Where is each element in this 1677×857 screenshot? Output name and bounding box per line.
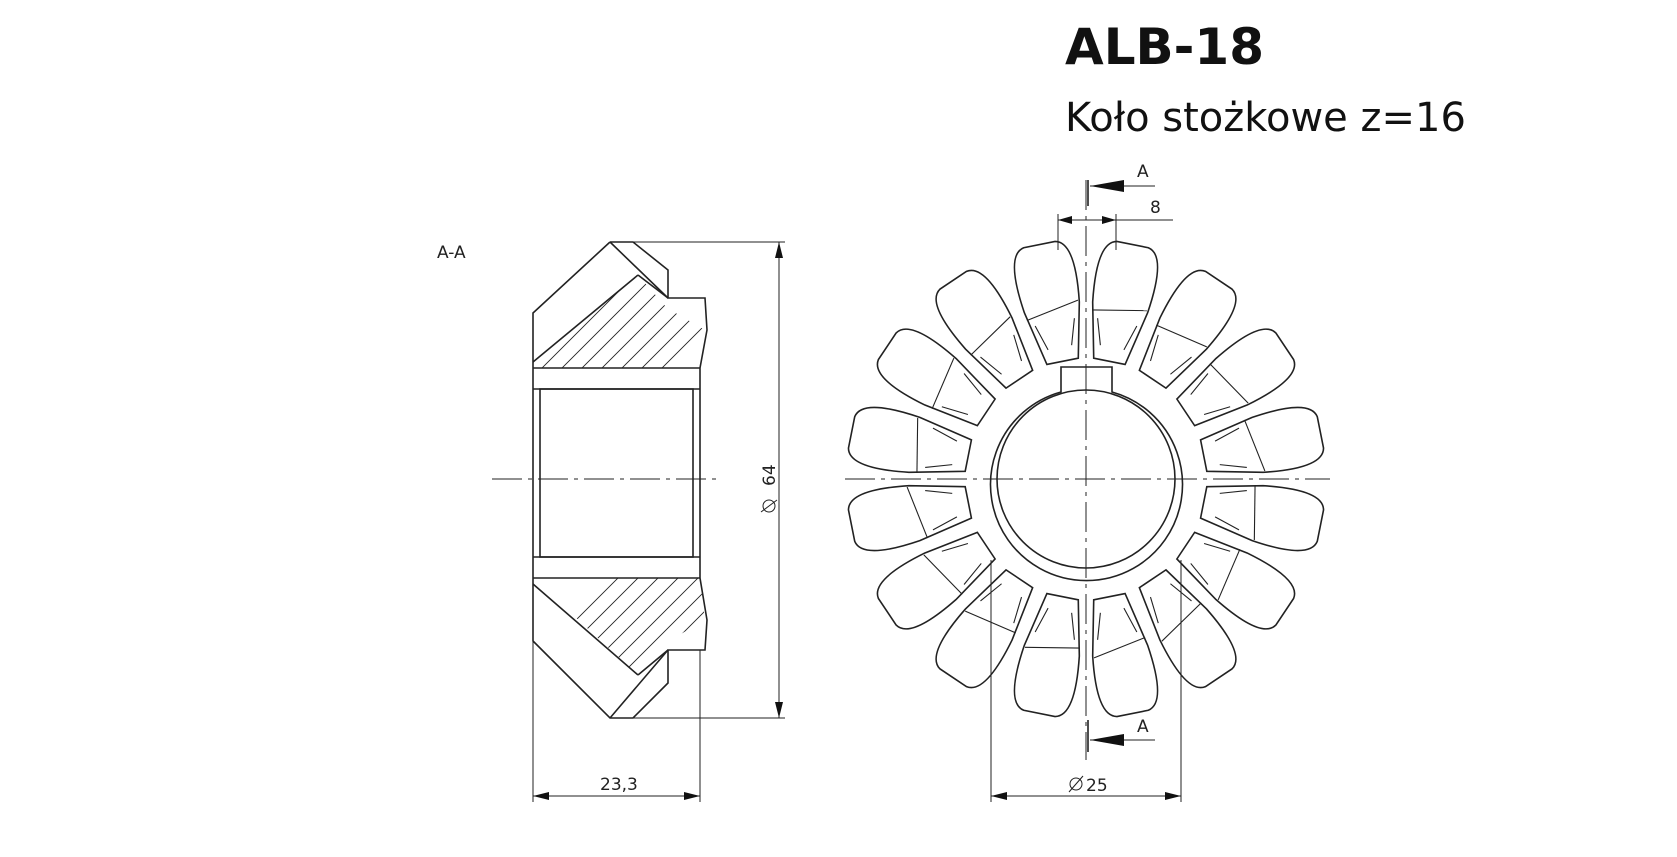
section-view: A-A xyxy=(437,241,785,802)
gear-tooth xyxy=(1013,592,1081,718)
dim-outer-diameter-label: 64 xyxy=(760,464,780,486)
dim-keyway-label: 8 xyxy=(1150,198,1161,218)
section-mark-top: A xyxy=(1087,162,1155,206)
gear-tooth xyxy=(1091,240,1159,366)
section-mark-bottom-label: A xyxy=(1137,717,1149,737)
gear-tooth xyxy=(1091,592,1159,718)
dim-keyway: 8 xyxy=(1057,198,1173,250)
gear-tooth xyxy=(1175,328,1296,427)
front-view: A A 8 25 xyxy=(845,162,1330,802)
gear-tooth xyxy=(847,406,973,474)
gear-tooth xyxy=(1199,484,1325,552)
section-label: A-A xyxy=(437,243,466,263)
gear-tooth xyxy=(876,531,997,630)
drawing-title: ALB-18 xyxy=(1065,18,1264,76)
gear-tooth xyxy=(1175,531,1296,630)
dim-outer-diameter: 64 xyxy=(633,241,785,719)
gear-tooth xyxy=(876,328,997,427)
dim-bore-diameter-label: 25 xyxy=(1086,776,1108,796)
section-mark-top-label: A xyxy=(1137,162,1149,182)
dim-width: 23,3 xyxy=(532,641,701,802)
drawing-subtitle: Koło stożkowe z=16 xyxy=(1065,95,1466,141)
dim-bore-diameter: 25 xyxy=(990,560,1182,802)
gear-tooth xyxy=(935,269,1034,390)
gear-tooth xyxy=(1013,240,1081,366)
gear-tooth xyxy=(847,484,973,552)
gear-tooth xyxy=(1138,269,1237,390)
gear-teeth xyxy=(847,240,1325,718)
section-outline xyxy=(532,241,708,719)
bore-keyway xyxy=(989,366,1184,582)
dim-width-label: 23,3 xyxy=(600,775,638,795)
gear-tooth xyxy=(1138,568,1237,689)
gear-tooth xyxy=(1199,406,1325,474)
bore-outline xyxy=(539,388,694,558)
section-mark-bottom: A xyxy=(1087,717,1155,752)
